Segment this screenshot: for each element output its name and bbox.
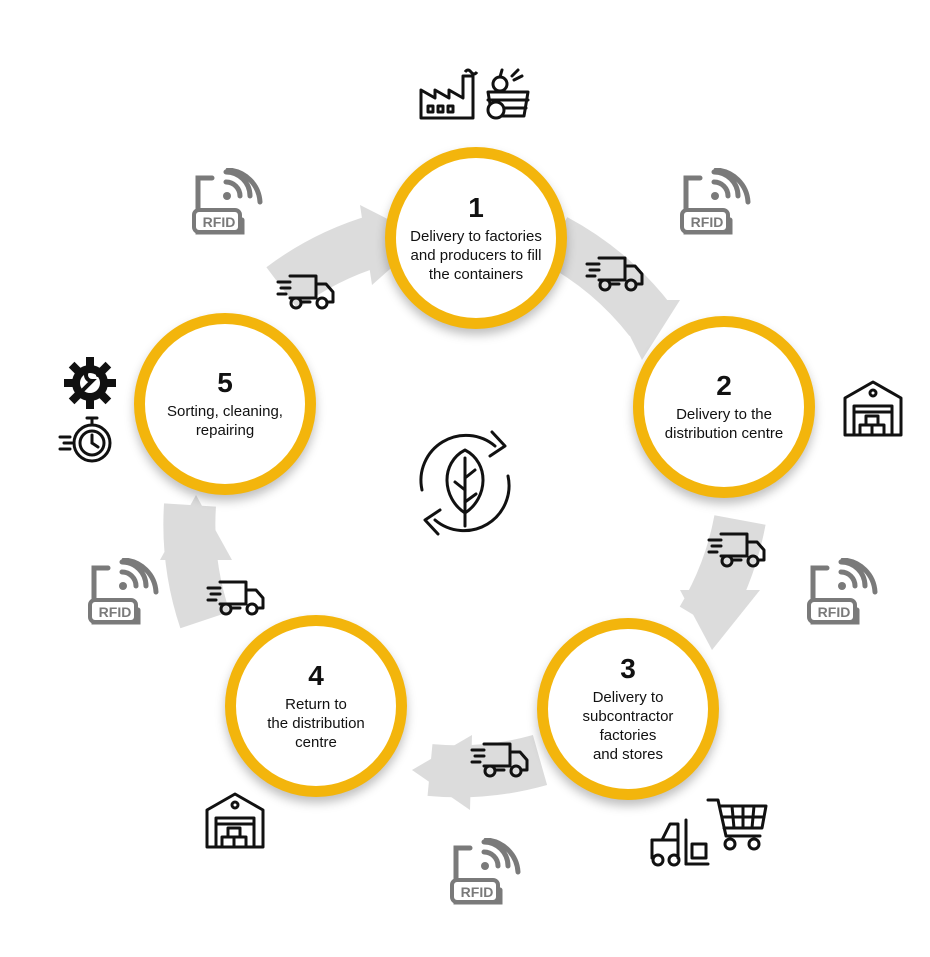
rfid-text: RFID: [817, 604, 851, 620]
recycle-leaf-icon: [419, 430, 511, 536]
rfid-text: RFID: [98, 604, 132, 620]
step-5-node: 5 Sorting, cleaning, repairing: [134, 313, 316, 495]
rfid-text: RFID: [460, 884, 494, 900]
step-3-node: 3 Delivery to subcontractor factories an…: [537, 618, 719, 800]
delivery-truck-icon: [206, 580, 265, 616]
arrowhead-to-2: [612, 300, 680, 360]
step-2-label: Delivery to the distribution centre: [664, 406, 784, 442]
step-1-number: 1: [468, 191, 484, 223]
step-2-node: 2 Delivery to the distribution centre: [633, 316, 815, 498]
warehouse-icon: [843, 380, 903, 437]
rfid-tag-icon: RFID: [805, 558, 879, 628]
delivery-truck-icon: [276, 274, 335, 310]
step-4-node: 4 Return to the distribution centre: [225, 615, 407, 797]
vegetable-basket-icon: [486, 68, 530, 120]
rfid-tag-icon: RFID: [86, 558, 160, 628]
step-1-node: 1 Delivery to factories and producers to…: [385, 147, 567, 329]
delivery-truck-icon: [707, 532, 766, 568]
arrowhead-to-5: [160, 495, 232, 560]
shopping-cart-icon: [706, 798, 768, 851]
delivery-truck-icon: [470, 742, 529, 778]
step-5-label: Sorting, cleaning, repairing: [167, 403, 283, 439]
step-3-number: 3: [620, 653, 636, 684]
warehouse-icon: [205, 792, 265, 849]
rfid-tag-icon: RFID: [678, 168, 752, 238]
rfid-text: RFID: [202, 214, 236, 230]
step-5-number: 5: [217, 367, 233, 398]
rfid-text: RFID: [690, 214, 724, 230]
step-2-number: 2: [716, 370, 732, 401]
step-4-number: 4: [308, 659, 324, 691]
arrowhead-to-4: [412, 735, 472, 810]
step-4-label: Return to the distribution centre: [267, 695, 365, 751]
step-1-label: Delivery to factories and producers to f…: [410, 227, 542, 283]
factory-icon: [419, 68, 479, 120]
gear-wrench-icon: [64, 357, 116, 409]
arrowhead-to-3: [680, 590, 760, 650]
rfid-tag-icon: RFID: [448, 838, 522, 908]
rfid-tag-icon: RFID: [190, 168, 264, 238]
delivery-truck-icon: [585, 256, 644, 292]
forklift-icon: [650, 818, 710, 867]
step-3-label: Delivery to subcontractor factories and …: [582, 689, 674, 763]
stopwatch-icon: [58, 416, 112, 463]
